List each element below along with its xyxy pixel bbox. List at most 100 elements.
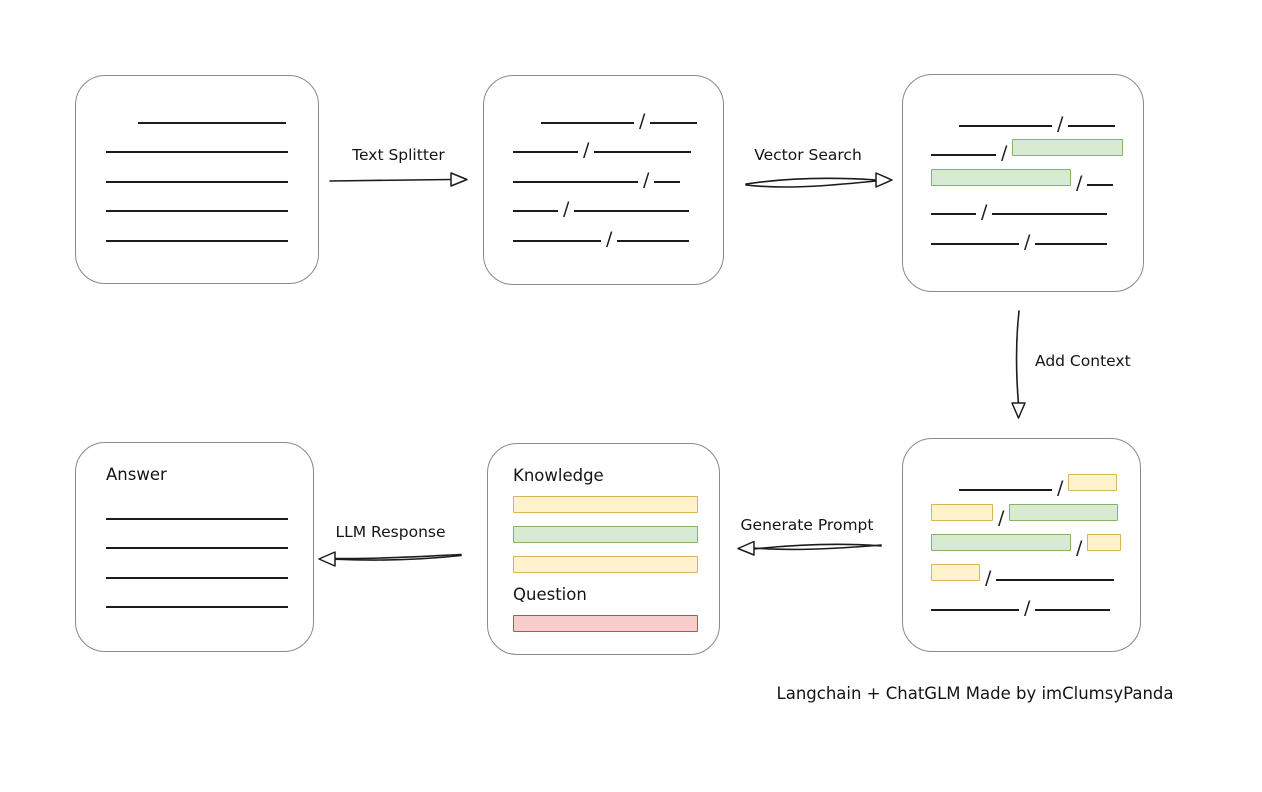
text-line [959, 489, 1052, 491]
yellow-highlight-chip [931, 504, 993, 521]
segment-row [513, 513, 699, 543]
yellow-highlight-chip [931, 564, 980, 581]
green-highlight-chip [931, 534, 1071, 551]
segment-row: / [931, 127, 1124, 164]
segment-row [513, 483, 699, 513]
context-text-rows: / / / / / [931, 461, 1122, 619]
slash-separator: / [606, 227, 613, 250]
yellow-highlight-chip [1068, 474, 1118, 491]
generate-prompt-arrow [737, 540, 882, 556]
document-lines [106, 94, 288, 242]
segment-row: / [931, 581, 1121, 619]
segment-row: / [931, 215, 1123, 253]
slash-separator: / [1076, 171, 1083, 194]
green-highlight-chip [931, 168, 1071, 186]
vector-search-label: Vector Search [754, 146, 862, 164]
text-line [513, 151, 578, 153]
text-line [931, 609, 1019, 611]
diagram-caption: Langchain + ChatGLM Made by imClumsyPand… [776, 684, 1174, 703]
text-line [106, 606, 288, 608]
text-line [138, 121, 286, 124]
slash-separator: / [1024, 230, 1031, 253]
slash-separator: / [563, 198, 570, 220]
question-heading: Question [513, 585, 587, 604]
question-bar [513, 602, 699, 632]
text-line [106, 210, 288, 212]
text-line [1087, 183, 1114, 186]
text-line [996, 579, 1115, 581]
text-line [617, 239, 690, 242]
text-line [992, 213, 1108, 215]
text-line [650, 121, 698, 124]
segment-row [106, 490, 288, 520]
green-highlight-chip [513, 526, 698, 543]
slash-separator: / [583, 139, 590, 161]
text-line [1068, 124, 1116, 127]
green-highlight-chip [1012, 139, 1124, 156]
yellow-highlight-chip [513, 556, 698, 573]
segment-row: / [931, 461, 1121, 499]
text-line [1035, 609, 1111, 611]
answer-heading: Answer [106, 465, 167, 484]
segment-row [513, 543, 699, 573]
vector-search-arrow [745, 172, 893, 188]
text-line [106, 517, 288, 520]
segment-row: / [931, 551, 1121, 589]
prompt-box: Knowledge Question [487, 443, 720, 655]
segment-row: / [513, 124, 697, 161]
segment-row [106, 124, 288, 153]
slash-separator: / [1057, 112, 1064, 135]
segment-row: / [931, 156, 1123, 194]
slash-separator: / [1076, 537, 1083, 559]
slash-separator: / [1001, 142, 1008, 164]
text-line [1035, 242, 1108, 245]
segment-row: / [513, 94, 698, 132]
text-splitter-arrow [329, 172, 468, 187]
text-line [931, 242, 1019, 245]
segment-row [106, 212, 288, 242]
matched-text-rows: ///// [931, 97, 1124, 253]
split-text-rows: / / / / / [513, 94, 698, 250]
slash-separator: / [643, 168, 650, 191]
slash-separator: / [1024, 597, 1031, 619]
slash-separator: / [1057, 477, 1064, 499]
segment-row: / [513, 153, 697, 191]
segment-row: / [513, 183, 697, 220]
segment-row: / [931, 97, 1123, 135]
slash-separator: / [998, 507, 1005, 529]
segment-row [106, 153, 288, 183]
prompt-box-content: Knowledge Question [513, 444, 699, 632]
segment-row: / [513, 212, 697, 250]
red-highlight-chip [513, 615, 698, 632]
yellow-highlight-chip [1087, 534, 1122, 551]
segment-row [106, 520, 288, 549]
context-text-box: / / / / / [902, 438, 1141, 652]
yellow-highlight-chip [513, 496, 698, 513]
knowledge-heading: Knowledge [513, 466, 604, 485]
text-line [931, 154, 996, 156]
text-line [106, 180, 288, 183]
text-line [594, 151, 692, 153]
knowledge-bars [513, 483, 699, 573]
text-line [513, 239, 601, 242]
slash-separator: / [985, 567, 992, 589]
text-line [931, 213, 976, 215]
text-line [541, 121, 634, 124]
segment-row [106, 549, 288, 579]
text-line [106, 547, 288, 549]
llm-response-arrow [318, 551, 462, 567]
text-line [106, 239, 288, 242]
slash-separator: / [639, 109, 646, 132]
matched-text-box: ///// [902, 74, 1144, 292]
text-line [106, 151, 288, 153]
text-line [513, 210, 558, 212]
segment-row [106, 94, 288, 124]
segment-row: / [931, 491, 1121, 529]
source-document-box [75, 75, 319, 284]
answer-box: Answer [75, 442, 314, 652]
text-splitter-label: Text Splitter [352, 146, 445, 164]
segment-row [106, 579, 288, 608]
text-line [654, 180, 681, 183]
llm-response-label: LLM Response [335, 523, 446, 541]
